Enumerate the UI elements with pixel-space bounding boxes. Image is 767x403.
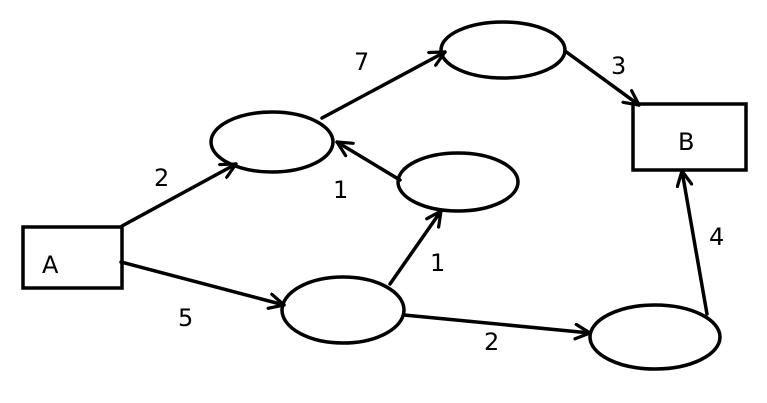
edge-weight: 1 <box>333 176 348 204</box>
edge-weight: 3 <box>611 52 626 80</box>
node-b-label: B <box>678 128 694 156</box>
node-bottom-right <box>588 303 722 371</box>
edge-weight: 2 <box>154 164 169 192</box>
edge-bottom-middle-to-right-middle <box>388 209 443 286</box>
edge-a-to-left-middle <box>120 162 238 228</box>
edge-weight: 2 <box>484 328 499 356</box>
node-a-label: A <box>42 251 59 279</box>
edge-weight: 1 <box>430 249 445 277</box>
edge-bottom-middle-to-bottom-right <box>402 313 592 333</box>
node-right-middle <box>396 151 520 213</box>
node-bottom-middle <box>280 275 406 345</box>
edge-weight: 7 <box>354 48 369 76</box>
edge-right-middle-to-left-middle <box>335 140 402 182</box>
edge-bottom-right-to-b <box>682 169 709 316</box>
edge-top-to-b <box>563 49 641 107</box>
node-a <box>21 225 124 290</box>
edge-left-middle-to-top <box>320 50 447 120</box>
edge-weight: 5 <box>178 304 193 332</box>
node-left-middle <box>209 110 335 174</box>
edge-weight: 4 <box>709 223 724 251</box>
node-top <box>439 20 567 80</box>
edge-a-to-bottom-middle <box>119 260 286 305</box>
